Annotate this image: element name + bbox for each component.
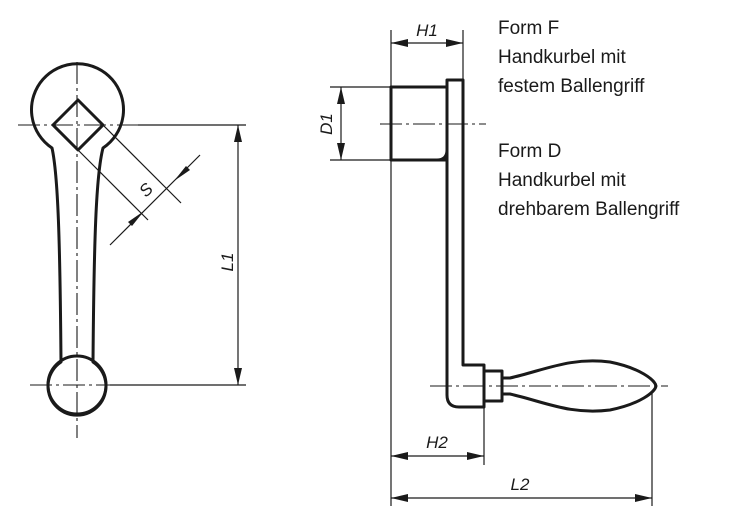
form-d-title: Form D <box>498 141 562 162</box>
s-arrow-1 <box>174 166 190 181</box>
l2-label: L2 <box>511 475 530 494</box>
d1-arrow-bottom <box>337 143 345 160</box>
l2-arrow-right <box>635 494 652 502</box>
d1-label: D1 <box>317 113 336 135</box>
form-d-line1: Handkurbel mit <box>498 170 626 191</box>
h1-label: H1 <box>416 21 438 40</box>
h1-arrow-left <box>391 39 408 47</box>
form-d-line2: drehbarem Ballengriff <box>498 199 680 220</box>
d1-arrow-top <box>337 87 345 104</box>
l2-arrow-left <box>391 494 408 502</box>
h2-label: H2 <box>426 433 448 452</box>
form-f-title: Form F <box>498 18 560 39</box>
side-view: H1 D1 H2 L2 <box>317 21 668 506</box>
l1-arrow-top <box>234 125 242 142</box>
h2-arrow-right <box>467 452 484 460</box>
form-f-line2: festem Ballengriff <box>498 76 645 97</box>
l1-arrow-bottom <box>234 368 242 385</box>
h2-arrow-left <box>391 452 408 460</box>
form-f-line1: Handkurbel mit <box>498 47 626 68</box>
s-extension-1 <box>102 124 182 204</box>
l1-label: L1 <box>218 253 237 272</box>
s-label: S <box>135 179 157 201</box>
s-extension-2 <box>77 149 149 221</box>
s-arrow-2 <box>128 211 144 226</box>
legend-form-d: Form D Handkurbel mit drehbarem Ballengr… <box>498 137 679 224</box>
arm-plate <box>445 78 486 409</box>
front-view: L1 S <box>18 62 246 438</box>
hub-fillet <box>435 148 449 162</box>
h1-arrow-right <box>446 39 463 47</box>
legend-form-f: Form F Handkurbel mit festem Ballengriff <box>498 14 644 101</box>
